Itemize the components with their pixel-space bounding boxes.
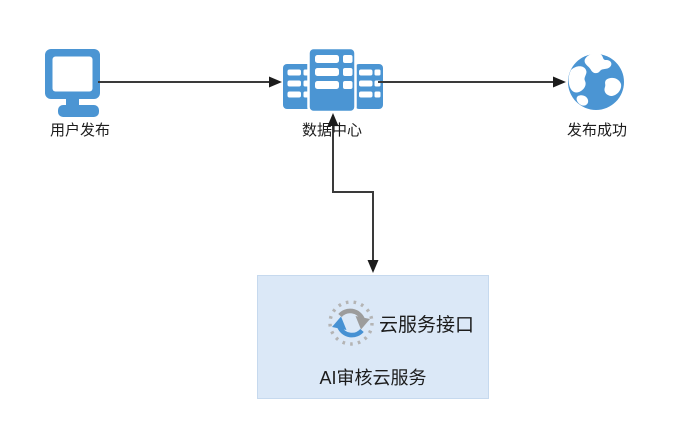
publish-success-label: 发布成功 <box>566 122 627 139</box>
sync-cloud-icon <box>328 300 374 346</box>
globe-icon <box>568 53 624 110</box>
arrow-datacenter-to-success <box>378 76 566 88</box>
arrow-datacenter-ai-service <box>327 113 379 273</box>
ai-review-service-label: AI审核云服务 <box>319 368 427 388</box>
server-icon <box>283 46 383 114</box>
cloud-interface-node: 云服务接口 <box>326 298 474 348</box>
arrow-user-to-datacenter <box>98 76 282 88</box>
cloud-interface-label: 云服务接口 <box>379 314 475 336</box>
data-center-label: 数据中心 <box>301 122 362 139</box>
monitor-icon <box>45 49 100 117</box>
user-publish-label: 用户发布 <box>49 122 110 139</box>
ai-review-service-box: 云服务接口 AI审核云服务 <box>257 275 489 399</box>
